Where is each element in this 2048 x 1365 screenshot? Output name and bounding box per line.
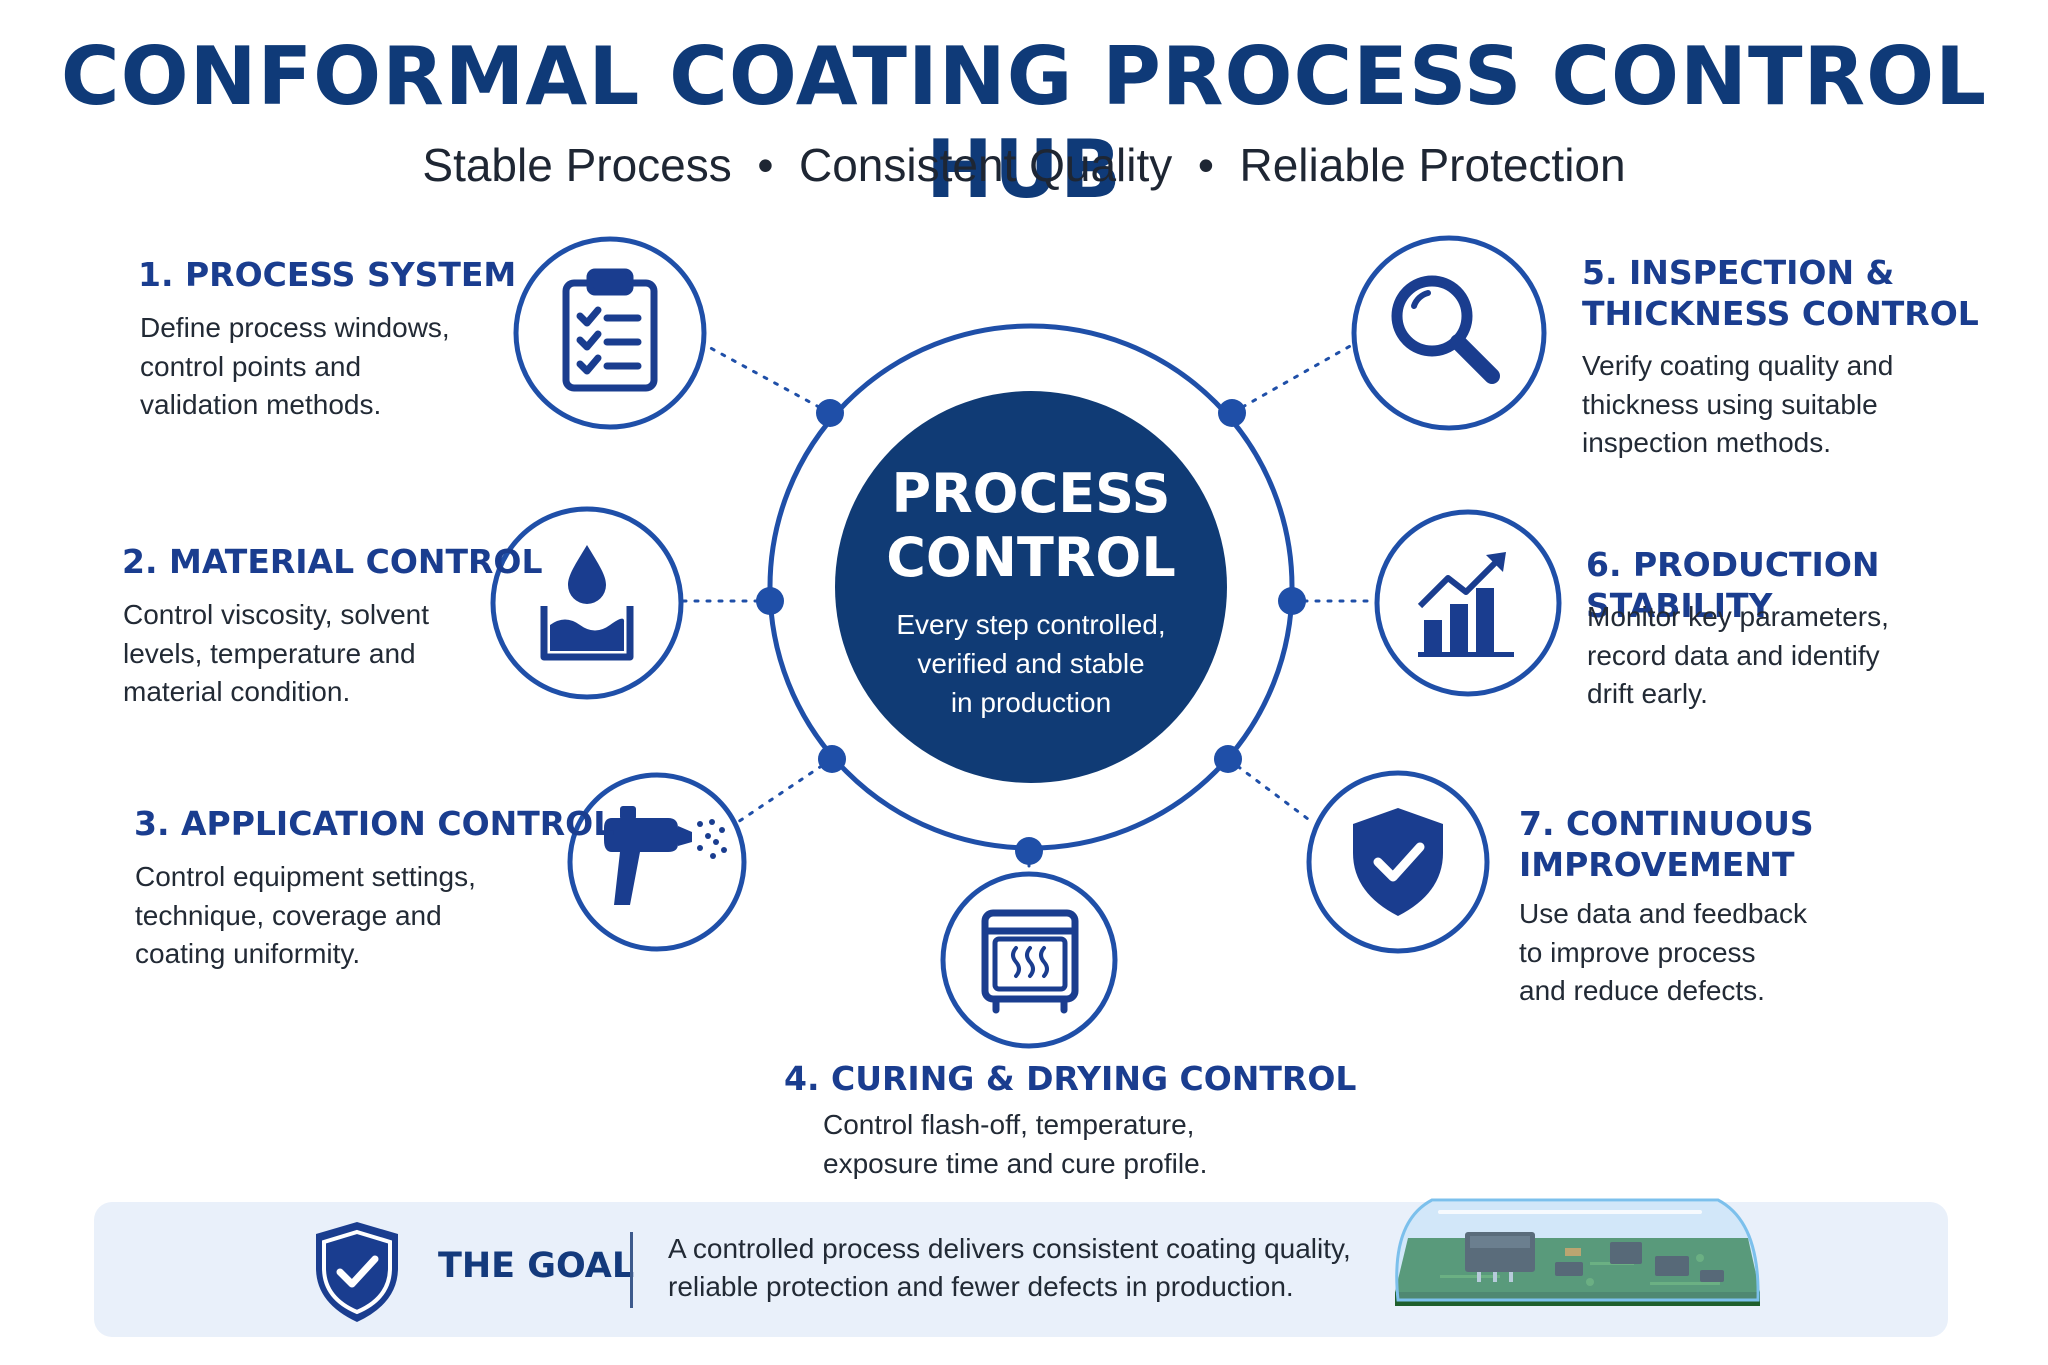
step-1-description: Define process windows, control points a… bbox=[140, 312, 450, 420]
node-3 bbox=[818, 745, 846, 773]
clipboard-checklist-icon bbox=[562, 268, 658, 392]
step-2-title: 2. MATERIAL CONTROL bbox=[122, 542, 543, 581]
center-description: Every step controlled, verified and stab… bbox=[896, 609, 1166, 718]
node-1 bbox=[816, 399, 844, 427]
goal-text: A controlled process delivers consistent… bbox=[668, 1233, 1351, 1302]
coated-pcb-image bbox=[1395, 1198, 1760, 1306]
liquid-drop-tank-icon bbox=[540, 545, 634, 661]
connector-5 bbox=[1230, 343, 1354, 415]
spray-gun-icon bbox=[604, 806, 727, 905]
goal-divider bbox=[630, 1232, 633, 1308]
step-6-title: 6. PRODUCTION STABILITY bbox=[1586, 545, 1880, 625]
step-4-description: Control flash-off, temperature, exposure… bbox=[823, 1109, 1208, 1179]
step-3-circle bbox=[567, 772, 747, 952]
connector-7 bbox=[1226, 757, 1314, 824]
step-6-circle bbox=[1374, 509, 1562, 697]
connector-3 bbox=[736, 757, 834, 824]
page-subtitle: Stable Process • Consistent Quality • Re… bbox=[422, 139, 1626, 191]
node-6 bbox=[1278, 587, 1306, 615]
center-circle bbox=[835, 391, 1227, 783]
step-5-description: Verify coating quality and thickness usi… bbox=[1582, 350, 1894, 458]
step-3-title: 3. APPLICATION CONTROL bbox=[134, 804, 615, 843]
step-1-circle bbox=[513, 236, 707, 430]
center-title: PROCESS CONTROL bbox=[886, 462, 1176, 589]
curing-oven-icon bbox=[981, 909, 1079, 1014]
magnifier-icon bbox=[1391, 275, 1500, 384]
node-2 bbox=[756, 587, 784, 615]
node-7 bbox=[1214, 745, 1242, 773]
step-5-circle bbox=[1351, 235, 1547, 431]
step-5-title: 5. INSPECTION & THICKNESS CONTROL bbox=[1582, 253, 1979, 333]
goal-label: THE GOAL bbox=[438, 1246, 635, 1286]
connector-1 bbox=[703, 343, 832, 415]
bar-chart-trend-icon bbox=[1417, 552, 1514, 657]
step-6-description: Monitor key parameters, record data and … bbox=[1587, 601, 1889, 709]
step-2-description: Control viscosity, solvent levels, tempe… bbox=[123, 599, 430, 707]
step-3-description: Control equipment settings, technique, c… bbox=[135, 861, 476, 969]
goal-shield-icon bbox=[316, 1222, 398, 1322]
shield-check-icon bbox=[1353, 808, 1443, 916]
step-7-title: 7. CONTINUOUS IMPROVEMENT bbox=[1519, 804, 1814, 884]
step-4-title: 4. CURING & DRYING CONTROL bbox=[784, 1059, 1357, 1098]
step-7-description: Use data and feedback to improve process… bbox=[1519, 898, 1807, 1006]
page-title: CONFORMAL COATING PROCESS CONTROL HUB bbox=[60, 30, 1988, 216]
step-1-title: 1. PROCESS SYSTEM bbox=[138, 255, 517, 294]
node-4 bbox=[1015, 837, 1043, 865]
node-5 bbox=[1218, 399, 1246, 427]
